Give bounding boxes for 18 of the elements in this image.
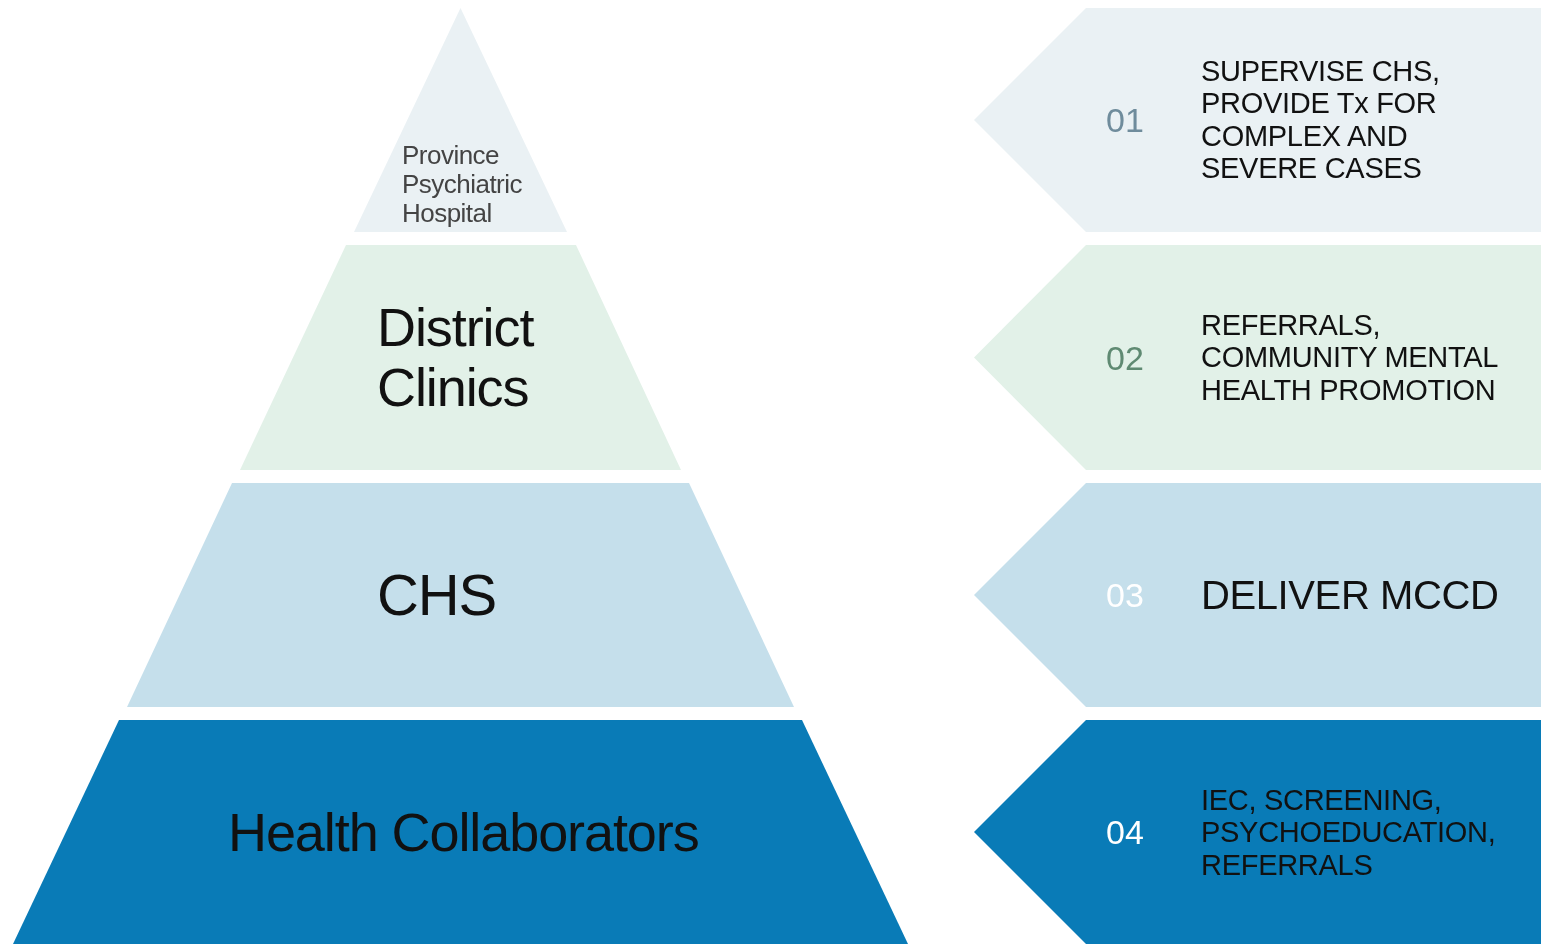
tier-label: Health Collaborators xyxy=(228,802,700,863)
tier-label: District Clinics xyxy=(377,297,535,418)
step-description: DELIVER MCCD xyxy=(1201,573,1500,618)
step-number: 04 xyxy=(1106,813,1144,852)
arrow-banner xyxy=(974,720,1541,944)
step-number: 02 xyxy=(1106,339,1144,378)
step-description: SUPERVISE CHS, PROVIDE Tx FOR COMPLEX AND SEVERE CASES xyxy=(1201,55,1441,185)
pyramid-tier xyxy=(127,483,794,707)
arrow-banner xyxy=(974,483,1541,707)
arrow-banner xyxy=(974,245,1541,470)
step-number: 03 xyxy=(1106,576,1144,615)
pyramid-tier xyxy=(240,245,681,470)
tier-label: CHS xyxy=(377,563,497,628)
pyramid-tier xyxy=(13,720,908,944)
step-number: 01 xyxy=(1106,101,1144,140)
step-description: IEC, SCREENING, PSYCHOEDUCATION, REFERRALS xyxy=(1201,784,1497,882)
tier-label: Province Psychiatric Hospital xyxy=(402,141,523,229)
step-description: REFERRALS, COMMUNITY MENTAL HEALTH PROMOTION xyxy=(1201,309,1499,407)
